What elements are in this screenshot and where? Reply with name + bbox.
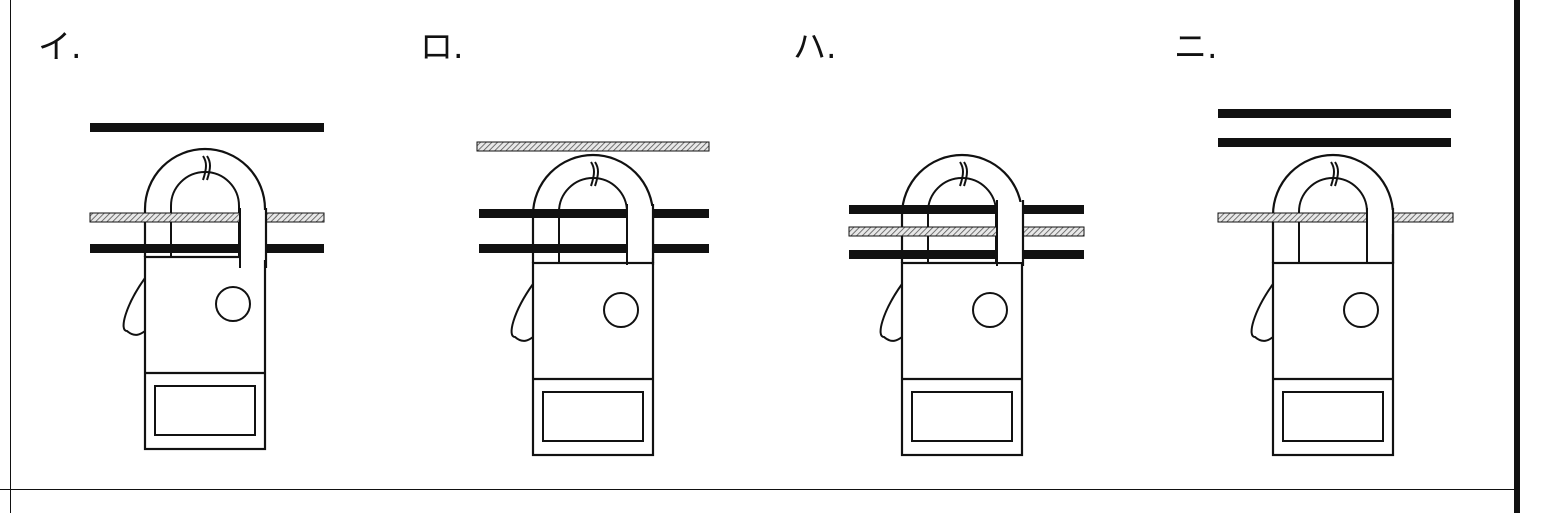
conductor-solid bbox=[479, 244, 709, 253]
conductor-hatched bbox=[1217, 212, 1454, 223]
diagram-ha bbox=[848, 153, 1085, 457]
conductor-solid bbox=[90, 244, 324, 253]
option-label-ro: ロ. bbox=[420, 27, 464, 66]
clamp-meter-icon bbox=[122, 147, 267, 451]
conductor-hatched-top bbox=[476, 141, 710, 152]
option-label-ni: ニ. bbox=[1174, 27, 1218, 66]
conductor-solid-top bbox=[849, 205, 1084, 214]
conductor-solid-second bbox=[1218, 138, 1451, 147]
diagram-ro bbox=[476, 141, 710, 457]
clamp-meter-icon bbox=[879, 153, 1024, 457]
conductor-solid-bottom bbox=[849, 250, 1084, 259]
conductor-solid bbox=[479, 209, 709, 218]
clamp-meter-icon bbox=[510, 153, 655, 457]
conductor-solid-top bbox=[90, 123, 324, 132]
conductor-solid-top bbox=[1218, 109, 1451, 118]
frame-left-border bbox=[10, 0, 11, 513]
option-label-ha: ハ. bbox=[793, 27, 837, 66]
conductor-hatched bbox=[848, 226, 1085, 237]
diagram-ni bbox=[1217, 109, 1454, 457]
clamp-meter-icon bbox=[1250, 153, 1395, 457]
diagram-i bbox=[89, 123, 325, 451]
frame-bottom-border bbox=[0, 489, 1520, 490]
frame-right-border bbox=[1514, 0, 1520, 513]
option-label-i: イ. bbox=[38, 27, 82, 66]
conductor-hatched bbox=[89, 212, 325, 223]
